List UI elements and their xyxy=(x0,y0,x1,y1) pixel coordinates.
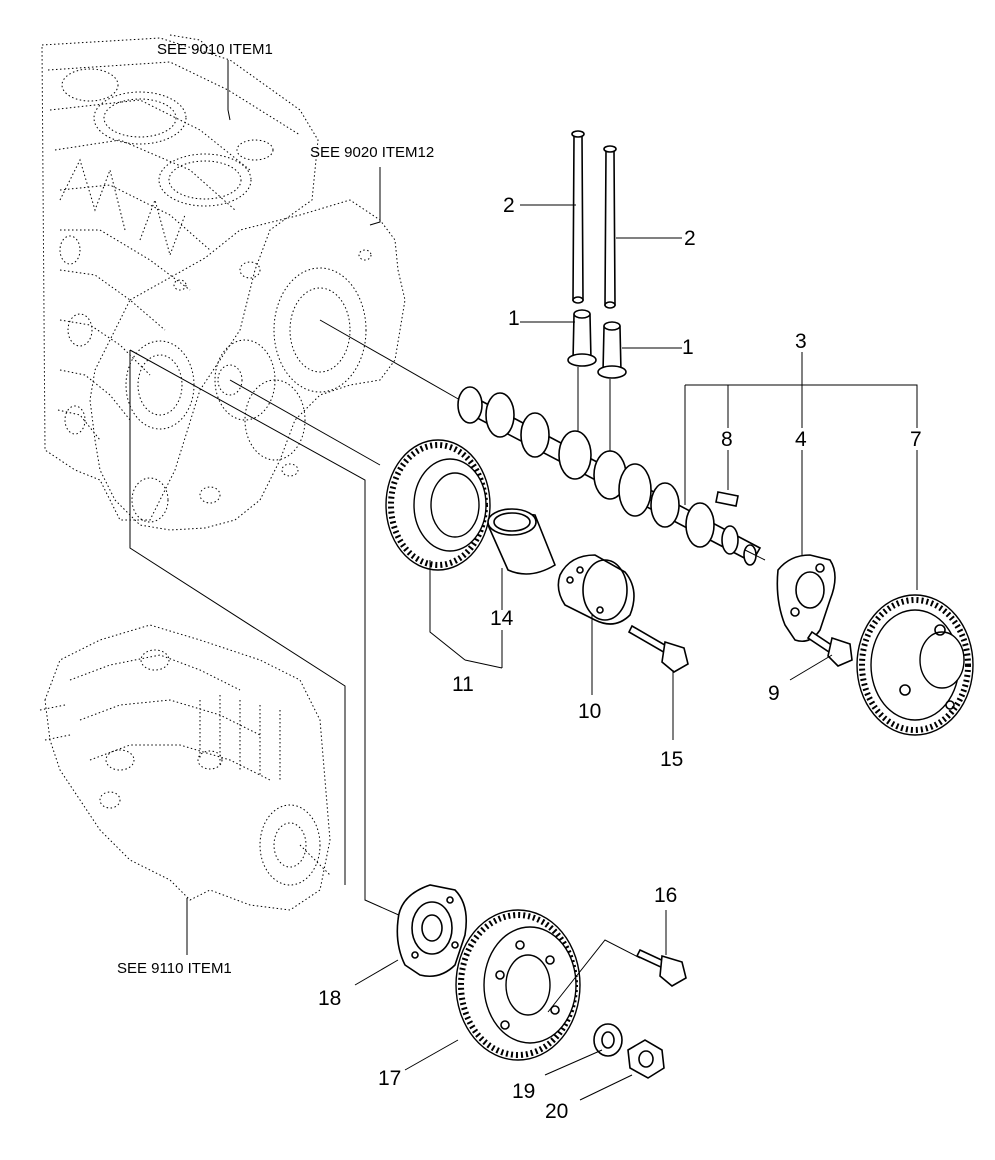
bolt-item-15 xyxy=(627,624,689,673)
callout-17: 17 xyxy=(378,1067,401,1090)
cam-gear xyxy=(856,594,974,736)
woodruff-key xyxy=(715,491,739,507)
callout-7: 7 xyxy=(910,428,922,451)
pump-hub xyxy=(396,884,468,978)
callout-10: 10 xyxy=(578,700,601,723)
leader-lines xyxy=(186,60,918,1101)
washer xyxy=(593,1023,623,1057)
idler-gear xyxy=(385,439,491,571)
reference-label-9110: SEE 9110 ITEM1 xyxy=(117,960,232,977)
nut xyxy=(627,1039,665,1079)
callout-15: 15 xyxy=(660,748,683,771)
push-rod-left xyxy=(571,130,585,304)
callout-8: 8 xyxy=(721,428,733,451)
engine-block-illustration xyxy=(41,34,319,521)
callout-14: 14 xyxy=(490,607,514,630)
callout-16: 16 xyxy=(654,884,677,907)
callout-1-left: 1 xyxy=(508,307,520,330)
callout-4: 4 xyxy=(795,428,807,451)
bolt-item-16 xyxy=(635,948,687,987)
tappet-leaders xyxy=(577,367,611,455)
bushing xyxy=(487,508,556,575)
callout-2-right: 2 xyxy=(684,227,696,250)
reference-label-9010: SEE 9010 ITEM1 xyxy=(157,41,273,58)
callout-2-left: 2 xyxy=(503,194,515,217)
bolt-item-9 xyxy=(806,630,853,667)
idler-shaft xyxy=(557,554,635,625)
gear-housing-plate xyxy=(89,199,406,531)
thrust-plate xyxy=(776,554,836,643)
callout-20: 20 xyxy=(545,1100,568,1123)
callout-9: 9 xyxy=(768,682,780,705)
callout-1-right: 1 xyxy=(682,336,694,359)
push-rod-right xyxy=(603,145,617,309)
callout-18: 18 xyxy=(318,987,341,1010)
injection-pump-illustration xyxy=(39,624,331,911)
callout-11: 11 xyxy=(452,673,474,696)
pump-gear xyxy=(455,909,581,1061)
alignment-lines xyxy=(129,319,461,921)
callout-19: 19 xyxy=(512,1080,535,1103)
callout-3: 3 xyxy=(795,330,807,353)
tappet-left xyxy=(567,309,597,367)
tappet-right xyxy=(597,321,627,379)
camshaft xyxy=(457,386,766,566)
reference-label-9020: SEE 9020 ITEM12 xyxy=(310,144,434,161)
